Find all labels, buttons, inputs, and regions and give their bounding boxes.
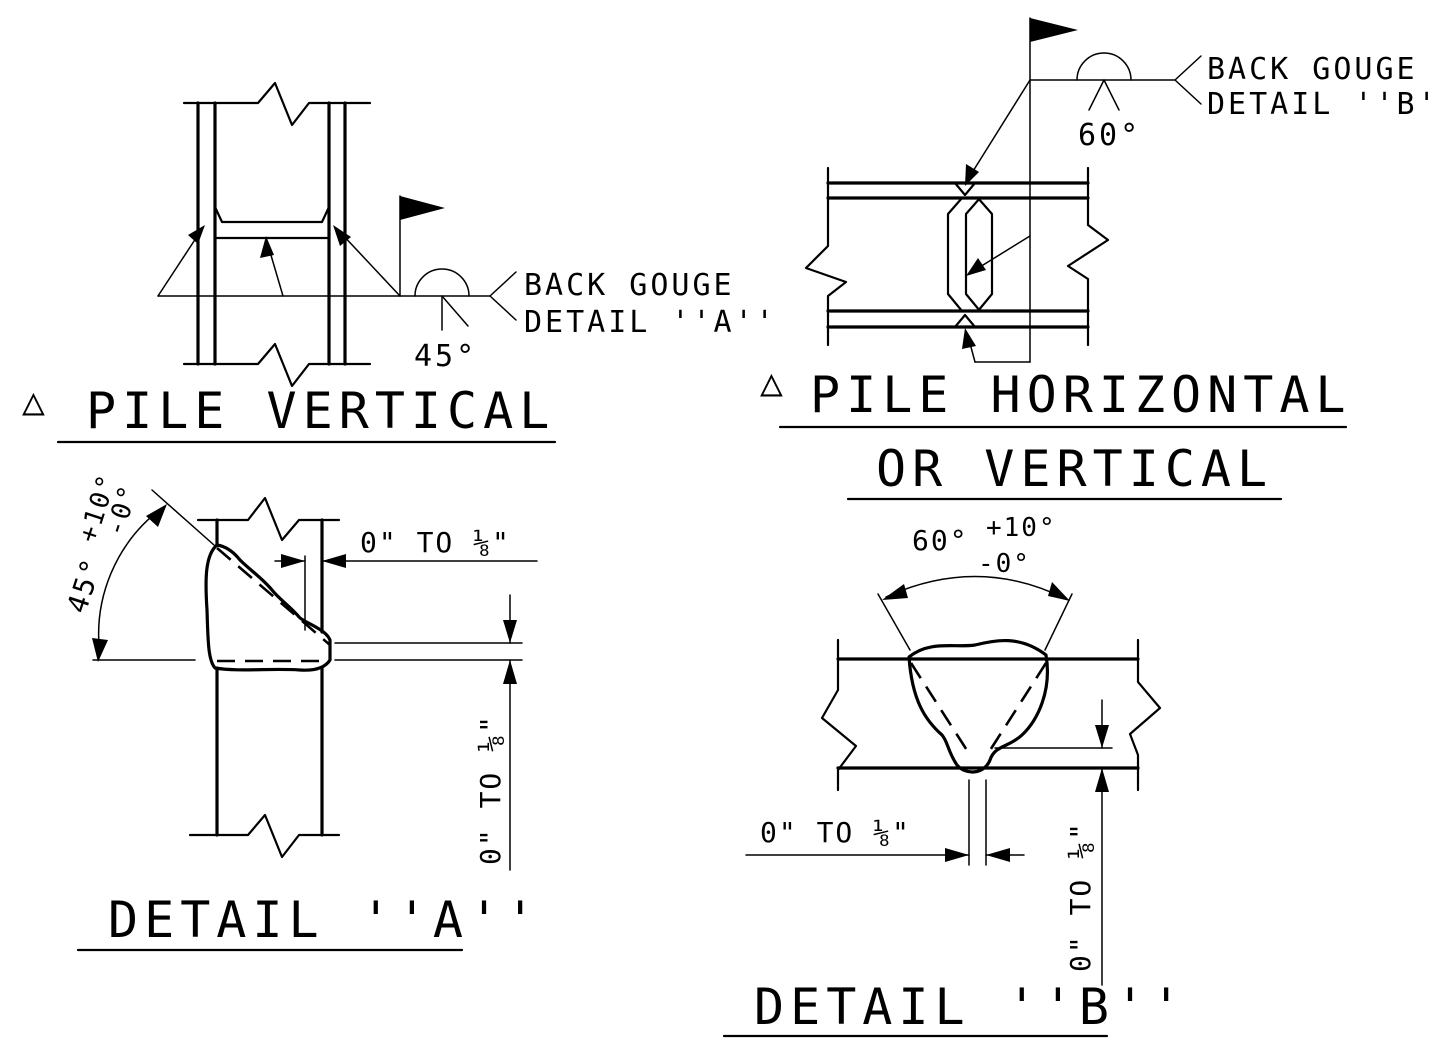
left-callout-line2: DETAIL ''A'' [524,305,777,340]
detail-b-root-face: 0" TO ⅛" [1064,821,1097,972]
detail-a-root-face: 0" TO ⅛" [474,714,507,865]
detail-b-title: DETAIL ''B'' [754,978,1187,1036]
detail-b-sketch [745,575,1162,986]
detail-b-tol-minus: -0° [978,549,1031,579]
detail-b-root-gap: 0" TO ⅛" [760,816,911,849]
detail-a-title: DETAIL ''A'' [108,891,541,949]
triangle-symbol-right: △ [760,360,783,404]
left-callout-angle: 45° [414,339,477,374]
right-callout-line2: DETAIL ''B'' [1207,87,1438,122]
pile-horizontal-title-line2: OR VERTICAL [876,440,1273,498]
detail-a-sketch [92,489,538,871]
detail-a-angle: 45° [60,553,109,617]
right-callout-line1: BACK GOUGE [1207,52,1418,87]
pile-vertical-title: PILE VERTICAL [86,382,555,440]
detail-b-tol-plus: +10° [986,513,1057,543]
pile-vertical-sketch [157,81,517,388]
detail-b-angle: 60° [912,524,969,557]
pile-horizontal-title: PILE HORIZONTAL [810,366,1352,424]
triangle-symbol: △ [22,379,45,423]
left-callout-line1: BACK GOUGE [524,268,735,303]
detail-a-root-gap: 0" TO ⅛" [360,526,511,559]
pile-horizontal-sketch [804,17,1202,363]
right-callout-angle: 60° [1078,118,1141,153]
